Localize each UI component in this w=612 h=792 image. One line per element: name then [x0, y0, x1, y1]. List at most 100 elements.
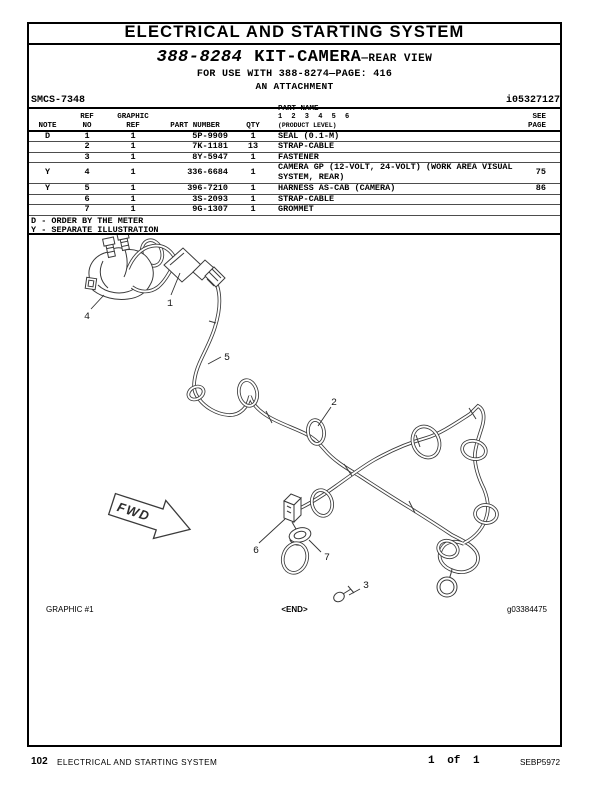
- cell-note: Y: [44, 183, 51, 193]
- cell-part-number: 9G-1307: [192, 204, 228, 214]
- graphic-caption: GRAPHIC #1: [46, 605, 94, 614]
- page-title: ELECTRICAL AND STARTING SYSTEM: [124, 23, 465, 41]
- ring: [436, 538, 460, 560]
- table-row: Y 4 1 336-6684 1 CAMERA GP (12-VOLT, 24-…: [29, 163, 560, 184]
- cell-graphic-ref: 1: [130, 204, 136, 214]
- camera-bolt: [116, 235, 130, 252]
- cable-clamp: [186, 384, 206, 402]
- end-marker: <END>: [281, 605, 308, 614]
- cell-part-name: CAMERA GP (12-VOLT, 24-VOLT) (WORK AREA …: [278, 162, 513, 182]
- table-bottom-rule: [27, 233, 562, 235]
- harness-illustration: FWD 1 2 3 4 5 6 7: [84, 235, 499, 603]
- camera-assembly: [84, 235, 154, 300]
- product-level-line: 1 2 3 4 5 6 (PRODUCT LEVEL): [278, 113, 514, 130]
- table-row: 3 1 8Y-5947 1 FASTENER: [29, 151, 560, 163]
- parts-table: NOTE REF NO GRAPHIC REF PART NUMBER QTY …: [29, 105, 560, 236]
- col-header-part-name: PART NAME 1 2 3 4 5 6 (PRODUCT LEVEL): [274, 105, 514, 131]
- cell-part-number: 5P-9909: [192, 130, 228, 141]
- ring: [460, 438, 488, 462]
- product-level-label: (PRODUCT LEVEL): [278, 121, 337, 129]
- cell-qty: 1: [250, 151, 256, 162]
- cable-harness: [192, 284, 490, 574]
- product-level-numbers: 1 2 3 4 5 6: [278, 113, 352, 121]
- cell-part-number: 3S-2093: [192, 193, 228, 204]
- cell-graphic-ref: 1: [130, 193, 136, 204]
- ring: [410, 424, 442, 460]
- cell-ref-no: 5: [84, 183, 90, 193]
- section-title-bar: ELECTRICAL AND STARTING SYSTEM: [27, 22, 562, 45]
- callout-leaders: [90, 272, 361, 596]
- cell-ref-no: 7: [84, 204, 90, 214]
- callout-3: 3: [363, 581, 369, 592]
- callout-numbers: 1 2 3 4 5 6 7: [84, 299, 369, 592]
- cell-note: D: [44, 130, 51, 141]
- grommet-7: [288, 527, 312, 546]
- col-header-see-page: SEE PAGE: [514, 113, 560, 130]
- see-line1: SEE: [532, 113, 546, 121]
- cell-qty: 1: [250, 167, 256, 178]
- footnote-y: Y - SEPARATE ILLUSTRATION: [31, 224, 159, 235]
- part-name-label: PART NAME: [278, 104, 319, 113]
- cell-see-page: 86: [535, 183, 546, 193]
- table-row: 2 1 7K-1181 13 STRAP-CABLE: [29, 141, 560, 153]
- connector-1: [163, 247, 226, 288]
- page-border: [27, 22, 562, 747]
- ring: [236, 378, 260, 408]
- footer-section-title: ELECTRICAL AND STARTING SYSTEM: [57, 758, 218, 767]
- cell-qty: 1: [250, 193, 256, 204]
- callout-7: 7: [324, 553, 330, 564]
- kit-part-number: 388-8284: [156, 48, 243, 67]
- media-id: i05327127: [505, 95, 560, 106]
- col-header-gref-line2: REF: [126, 121, 140, 130]
- callout-2: 2: [331, 398, 337, 409]
- cell-part-number: 396-7210: [187, 183, 228, 193]
- cable-segment-marks: [208, 320, 477, 514]
- col-header-note: NOTE: [38, 121, 57, 130]
- cell-ref-no: 1: [84, 130, 90, 141]
- smcs-row: SMCS-7348 i05327127: [29, 95, 560, 107]
- cell-part-number: 8Y-5947: [192, 151, 228, 162]
- cell-ref-no: 4: [84, 167, 90, 178]
- see-line2: PAGE: [527, 121, 546, 130]
- cell-ref-no: 3: [84, 151, 90, 162]
- cable-rings: [139, 238, 499, 560]
- cell-graphic-ref: 1: [130, 183, 136, 193]
- cell-graphic-ref: 1: [130, 130, 136, 141]
- cell-graphic-ref: 1: [130, 151, 136, 162]
- camera-bolt: [102, 236, 116, 259]
- cell-graphic-ref: 1: [130, 141, 136, 151]
- cell-part-name: FASTENER: [278, 151, 319, 162]
- ring-callout-2: [306, 418, 326, 446]
- smcs-code: SMCS-7348: [31, 95, 86, 106]
- col-header-ref-line1: REF: [80, 113, 94, 121]
- table-row: 6 1 3S-2093 1 STRAP-CABLE: [29, 193, 560, 205]
- kit-suffix: —REAR VIEW: [361, 53, 433, 65]
- callout-5: 5: [224, 353, 230, 364]
- for-use-note: FOR USE WITH 388-8274—PAGE: 416: [196, 69, 393, 80]
- cell-note: Y: [44, 167, 51, 178]
- table-row: Y 5 1 396-7210 1 HARNESS AS-CAB (CAMERA)…: [29, 183, 560, 195]
- hanging-ring: [280, 541, 310, 575]
- cell-part-number: 336-6684: [187, 167, 228, 178]
- col-header-ref-line2: NO: [82, 121, 92, 130]
- cell-graphic-ref: 1: [130, 167, 136, 178]
- cell-part-name: STRAP-CABLE: [278, 193, 335, 204]
- table-row: 7 1 9G-1307 1 GROMMET: [29, 204, 560, 216]
- cell-part-name: HARNESS AS-CAB (CAMERA): [278, 183, 396, 193]
- footer-page-of: 1 of 1: [428, 755, 480, 767]
- cell-part-name: STRAP-CABLE: [278, 141, 335, 151]
- col-header-qty: QTY: [246, 121, 260, 130]
- col-header-graphic-ref: GRAPHIC REF: [108, 113, 158, 130]
- cell-qty: 1: [250, 130, 256, 141]
- connector-6: [283, 493, 302, 530]
- col-header-gref-line1: GRAPHIC: [117, 113, 149, 121]
- callout-4: 4: [84, 312, 90, 323]
- cell-qty: 1: [250, 204, 256, 214]
- harness-ball-end: [436, 568, 458, 598]
- fastener-3: [333, 585, 355, 603]
- cell-qty: 1: [250, 183, 256, 193]
- callout-1: 1: [167, 299, 173, 310]
- cell-qty: 13: [247, 141, 259, 151]
- table-footnotes: D - ORDER BY THE METER Y - SEPARATE ILLU…: [29, 216, 560, 236]
- table-row: D 1 1 5P-9909 1 SEAL (0.1-M): [29, 130, 560, 142]
